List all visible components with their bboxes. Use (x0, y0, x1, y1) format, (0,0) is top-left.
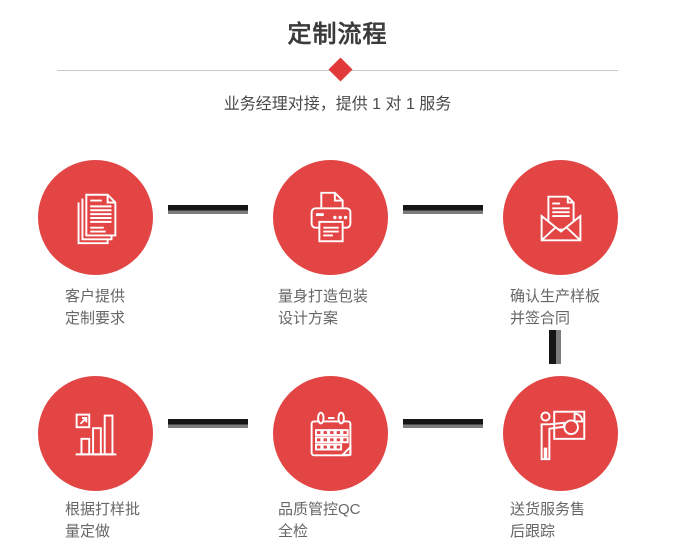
step-label-line: 客户提供 (65, 288, 126, 305)
step-circle-1 (38, 160, 153, 275)
calendar-icon (300, 403, 362, 465)
step-label-line: 品质管控QC (278, 501, 361, 518)
step-label-line: 定制要求 (65, 310, 126, 327)
step-label-line: 送货服务售 (510, 501, 586, 518)
step-label-line: 全检 (278, 523, 309, 540)
step-label-6: 送货服务售 后跟踪 (510, 499, 585, 543)
documents-icon (65, 187, 127, 249)
step-circle-2 (273, 160, 388, 275)
printer-icon (300, 187, 362, 249)
step-circle-6 (503, 376, 618, 491)
step-label-5: 品质管控QC 全检 (278, 499, 361, 543)
connector-bar (403, 419, 483, 428)
step-circle-3 (503, 160, 618, 275)
connector-bar (403, 205, 483, 214)
step-label-4: 根据打样批 量定做 (65, 499, 140, 543)
step-label-line: 量身打造包装 (278, 288, 369, 305)
step-circle-4 (38, 376, 153, 491)
step-label-1: 客户提供 定制要求 (65, 286, 125, 330)
step-circle-5 (273, 376, 388, 491)
envelope-icon (530, 187, 592, 249)
connector-bar-vertical (549, 330, 561, 364)
page-subtitle: 业务经理对接，提供 1 对 1 服务 (223, 96, 452, 113)
step-label-line: 后跟踪 (510, 523, 556, 540)
step-label-line: 量定做 (65, 523, 111, 540)
bar-chart-icon (65, 403, 127, 465)
step-label-3: 确认生产样板 并签合同 (510, 286, 600, 330)
diamond-icon (328, 57, 353, 82)
presentation-icon (530, 403, 592, 465)
connector-bar (168, 419, 248, 428)
connector-bar (168, 205, 248, 214)
step-label-line: 根据打样批 (65, 501, 141, 518)
step-label-2: 量身打造包装 设计方案 (278, 286, 368, 330)
step-label-line: 设计方案 (278, 310, 339, 327)
step-label-line: 确认生产样板 (510, 288, 601, 305)
page-title: 定制流程 (287, 21, 388, 48)
step-label-line: 并签合同 (510, 310, 571, 327)
